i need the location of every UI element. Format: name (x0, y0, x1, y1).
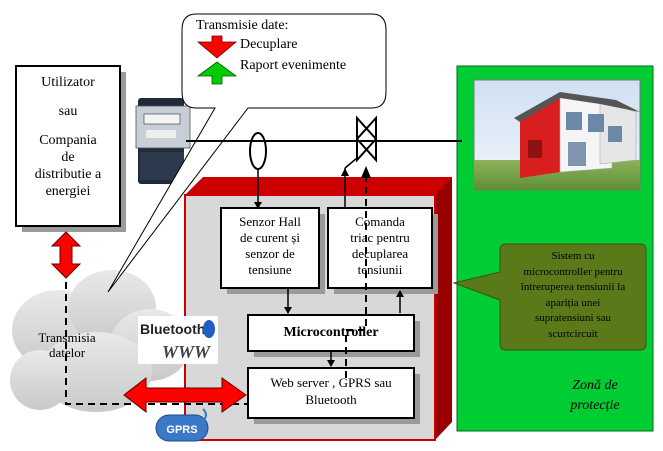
red-double-arrow-vertical (50, 231, 82, 279)
arrow-up-green (196, 61, 238, 85)
triac-symbol (355, 115, 378, 163)
hall-line-1: Senzor Hall (239, 214, 301, 229)
olive-line-3: întreruperea tensiunii la (520, 281, 626, 293)
arrow-down-red (196, 35, 238, 59)
hall-line-2: de curent și (240, 230, 300, 245)
gprs-logo: GPRS (155, 408, 209, 442)
bluetooth-www-logo: Bluetooth WWW (138, 316, 218, 364)
triac-line-3: decuplarea (351, 246, 409, 261)
triac-line-4: tensiunii (357, 262, 403, 277)
hall-sensor-box (220, 207, 320, 289)
gprs-logo-text: GPRS (166, 424, 197, 436)
red-block-top (185, 177, 452, 195)
olive-line-5: supratensiuni sau (534, 312, 612, 324)
hall-line-4: tensiune (248, 262, 292, 277)
red-double-arrow-horizontal (123, 376, 247, 414)
hall-line-3: senzor de (245, 246, 295, 261)
callout-item-raport: Raport evenimente (240, 58, 347, 73)
red-block-side (435, 177, 452, 440)
triac-line-2: triac pentru (350, 230, 410, 245)
user-line-1: Utilizator (41, 75, 95, 90)
user-line-5: distributie a (34, 167, 102, 182)
microcontroller-box (247, 314, 415, 352)
triac-command-box (327, 207, 433, 289)
callout-item-decuplare: Decuplare (240, 37, 298, 52)
callout-title: Transmisie date: (196, 18, 289, 33)
zone-line-1: Zonă de (572, 378, 618, 393)
olive-line-6: scurtcircuit (548, 327, 598, 340)
www-logo-text: WWW (162, 342, 212, 362)
data-path-dashed (65, 234, 248, 405)
user-line-6: energiei (45, 184, 91, 199)
cloud-line-1: Transmisia (38, 330, 96, 345)
callout-bubble (107, 13, 387, 293)
house-image (473, 79, 641, 191)
current-sensor-ring (249, 132, 267, 170)
zone-line-2: protecție (570, 398, 620, 413)
web-server-box (247, 367, 415, 419)
olive-callout-text: Sistem cu microcontroller pentru întreru… (502, 249, 644, 342)
user-line-2: sau (58, 104, 78, 119)
zone-label: Zonă de protecție (540, 376, 650, 416)
user-box-text: Utilizator sau Compania de distributie a… (16, 68, 120, 200)
olive-line-2: microcontroller pentru (523, 265, 623, 278)
microcontroller-label: Microcontroller (283, 325, 379, 340)
user-line-3: Compania (39, 133, 97, 148)
triac-box-text: Comanda triac pentru decuplarea tensiuni… (328, 214, 432, 278)
hall-box-text: Senzor Hall de curent și senzor de tensi… (221, 214, 319, 278)
web-server-text: Web server , GPRS sau Bluetooth (248, 374, 414, 408)
cloud-text: Transmisia datelor (22, 330, 112, 360)
olive-line-1: Sistem cu (551, 250, 595, 262)
web-line-1: Web server , GPRS sau (270, 375, 392, 390)
user-box (15, 65, 121, 227)
user-line-4: de (61, 150, 75, 165)
data-path-to-triac (345, 170, 367, 378)
triac-line-1: Comanda (355, 214, 405, 229)
web-line-2: Bluetooth (305, 392, 357, 407)
energy-meter-image (135, 98, 191, 184)
olive-callout (452, 243, 647, 351)
bluetooth-logo-text: Bluetooth (140, 321, 205, 337)
cloud-line-2: datelor (48, 345, 86, 360)
olive-line-4: apariția unei (545, 296, 601, 309)
